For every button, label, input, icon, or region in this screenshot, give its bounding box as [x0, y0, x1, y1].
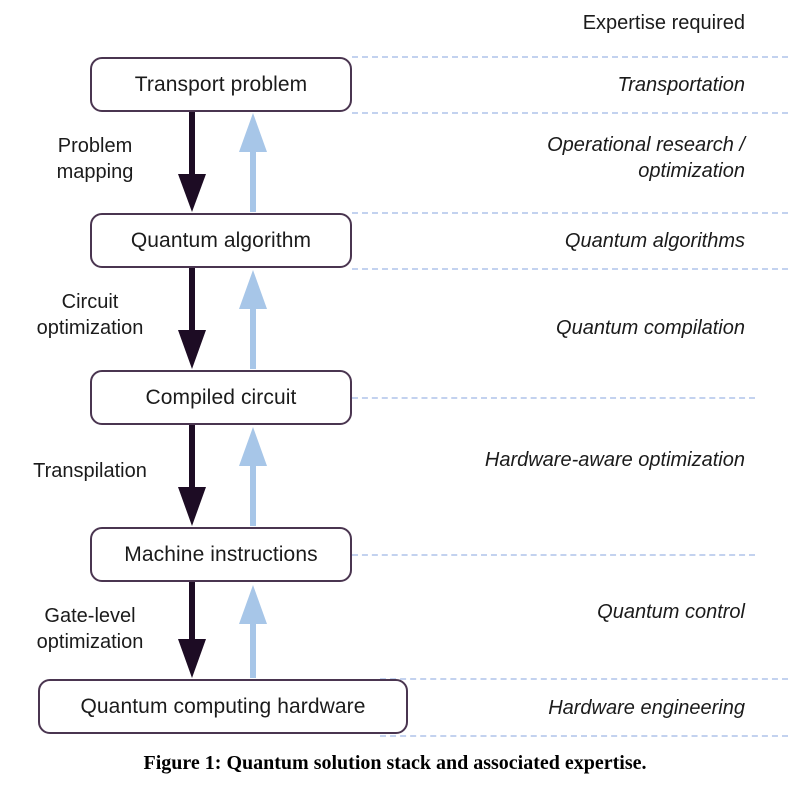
- down-arrow-transpilation: [178, 425, 206, 526]
- dashed-line-6: [352, 554, 755, 556]
- stage-label-line: mapping: [56, 161, 134, 183]
- stage-label-transpilation: Transpilation: [10, 458, 170, 484]
- up-arrow-feedback-3: [239, 427, 267, 526]
- down-arrow-circuit-optimization: [178, 268, 206, 369]
- dashed-line-5: [352, 397, 755, 399]
- stage-label-circuit-optimization: Circuit optimization: [10, 289, 170, 341]
- up-arrow-feedback-2: [239, 270, 267, 369]
- node-label: Transport problem: [134, 72, 308, 96]
- down-arrow-gate-level-optimization: [178, 582, 206, 678]
- expertise-quantum-algorithms: Quantum algorithms: [400, 229, 745, 255]
- expertise-label: Quantum compilation: [556, 317, 745, 339]
- expertise-hardware-aware-optimization: Hardware-aware optimization: [395, 448, 745, 474]
- dashed-line-2: [352, 112, 788, 114]
- stage-label-problem-mapping: Problem mapping: [20, 133, 170, 185]
- expertise-quantum-control: Quantum control: [400, 600, 745, 626]
- dashed-line-8: [380, 735, 788, 737]
- node-label: Compiled circuit: [145, 385, 297, 409]
- expertise-transportation: Transportation: [400, 73, 745, 99]
- expertise-label: Quantum algorithms: [564, 230, 745, 252]
- figure-caption-text: Figure 1: Quantum solution stack and ass…: [143, 752, 647, 774]
- dashed-line-1: [352, 56, 788, 58]
- stage-label-line: Gate-level: [44, 605, 136, 627]
- down-arrow-problem-mapping: [178, 112, 206, 212]
- node-transport-problem[interactable]: Transport problem: [90, 57, 352, 112]
- expertise-label: Hardware engineering: [548, 697, 745, 719]
- expertise-label: Quantum control: [597, 601, 745, 623]
- expertise-quantum-compilation: Quantum compilation: [400, 316, 745, 342]
- expertise-label: Hardware-aware optimization: [484, 449, 745, 471]
- stage-label-line: Circuit: [61, 291, 119, 313]
- stage-label-gate-level-optimization: Gate-level optimization: [10, 603, 170, 655]
- expertise-column-header-label: Expertise required: [582, 12, 745, 34]
- stage-label-line: optimization: [36, 631, 144, 653]
- expertise-label-line: Operational research /: [547, 134, 745, 156]
- stage-label-line: Problem: [57, 135, 133, 157]
- node-quantum-computing-hardware[interactable]: Quantum computing hardware: [38, 679, 408, 734]
- expertise-label-line: optimization: [638, 159, 745, 182]
- expertise-column-header: Expertise required: [400, 12, 745, 35]
- dashed-line-7: [380, 678, 788, 680]
- node-compiled-circuit[interactable]: Compiled circuit: [90, 370, 352, 425]
- expertise-label: Transportation: [617, 74, 745, 96]
- dashed-line-3: [352, 212, 788, 214]
- figure-caption: Figure 1: Quantum solution stack and ass…: [0, 752, 790, 775]
- expertise-hardware-engineering: Hardware engineering: [400, 696, 745, 722]
- node-label: Quantum computing hardware: [80, 694, 366, 718]
- node-machine-instructions[interactable]: Machine instructions: [90, 527, 352, 582]
- stage-label-line: optimization: [36, 317, 144, 339]
- up-arrow-feedback-1: [239, 113, 267, 212]
- stage-label-line: Transpilation: [33, 460, 147, 482]
- node-quantum-algorithm[interactable]: Quantum algorithm: [90, 213, 352, 268]
- up-arrow-feedback-4: [239, 585, 267, 678]
- node-label: Quantum algorithm: [130, 228, 312, 252]
- expertise-operational-research: Operational research / optimization: [400, 133, 745, 184]
- node-label: Machine instructions: [124, 542, 318, 566]
- dashed-line-4: [352, 268, 788, 270]
